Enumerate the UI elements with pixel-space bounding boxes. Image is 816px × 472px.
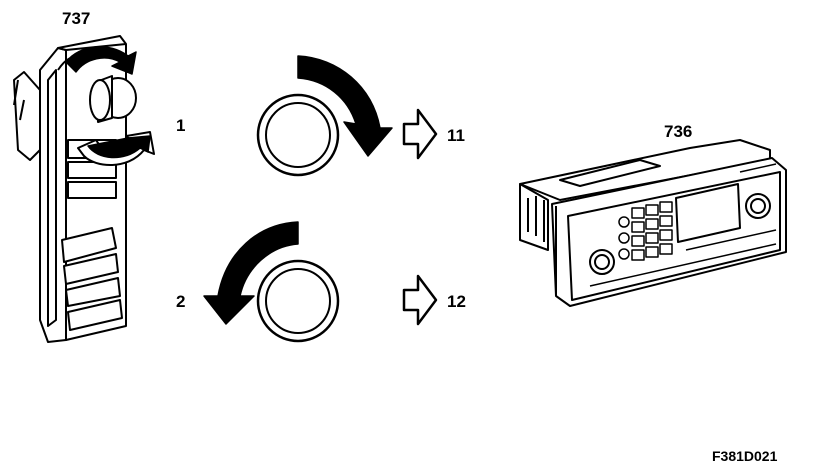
control-panel-736 [519, 139, 787, 307]
knob-ccw [256, 259, 340, 343]
outcome-arrow-11-icon [402, 108, 438, 160]
label-rotation-cw: 1 [176, 116, 186, 135]
knob-cw [256, 93, 340, 177]
label-switch-module: 737 [62, 9, 91, 28]
arrow-ccw-icon [203, 221, 299, 325]
outcome-arrow-12-icon [402, 274, 438, 326]
label-result-ccw: 12 [447, 292, 466, 311]
switch-module-737 [13, 35, 137, 343]
arrow-cw-icon [297, 55, 393, 157]
label-rotation-ccw: 2 [176, 292, 186, 311]
label-result-cw: 11 [447, 126, 465, 145]
rotation-arrows-737 [57, 46, 155, 167]
label-control-panel: 736 [664, 122, 693, 141]
figure-reference: F381D021 [712, 448, 778, 464]
